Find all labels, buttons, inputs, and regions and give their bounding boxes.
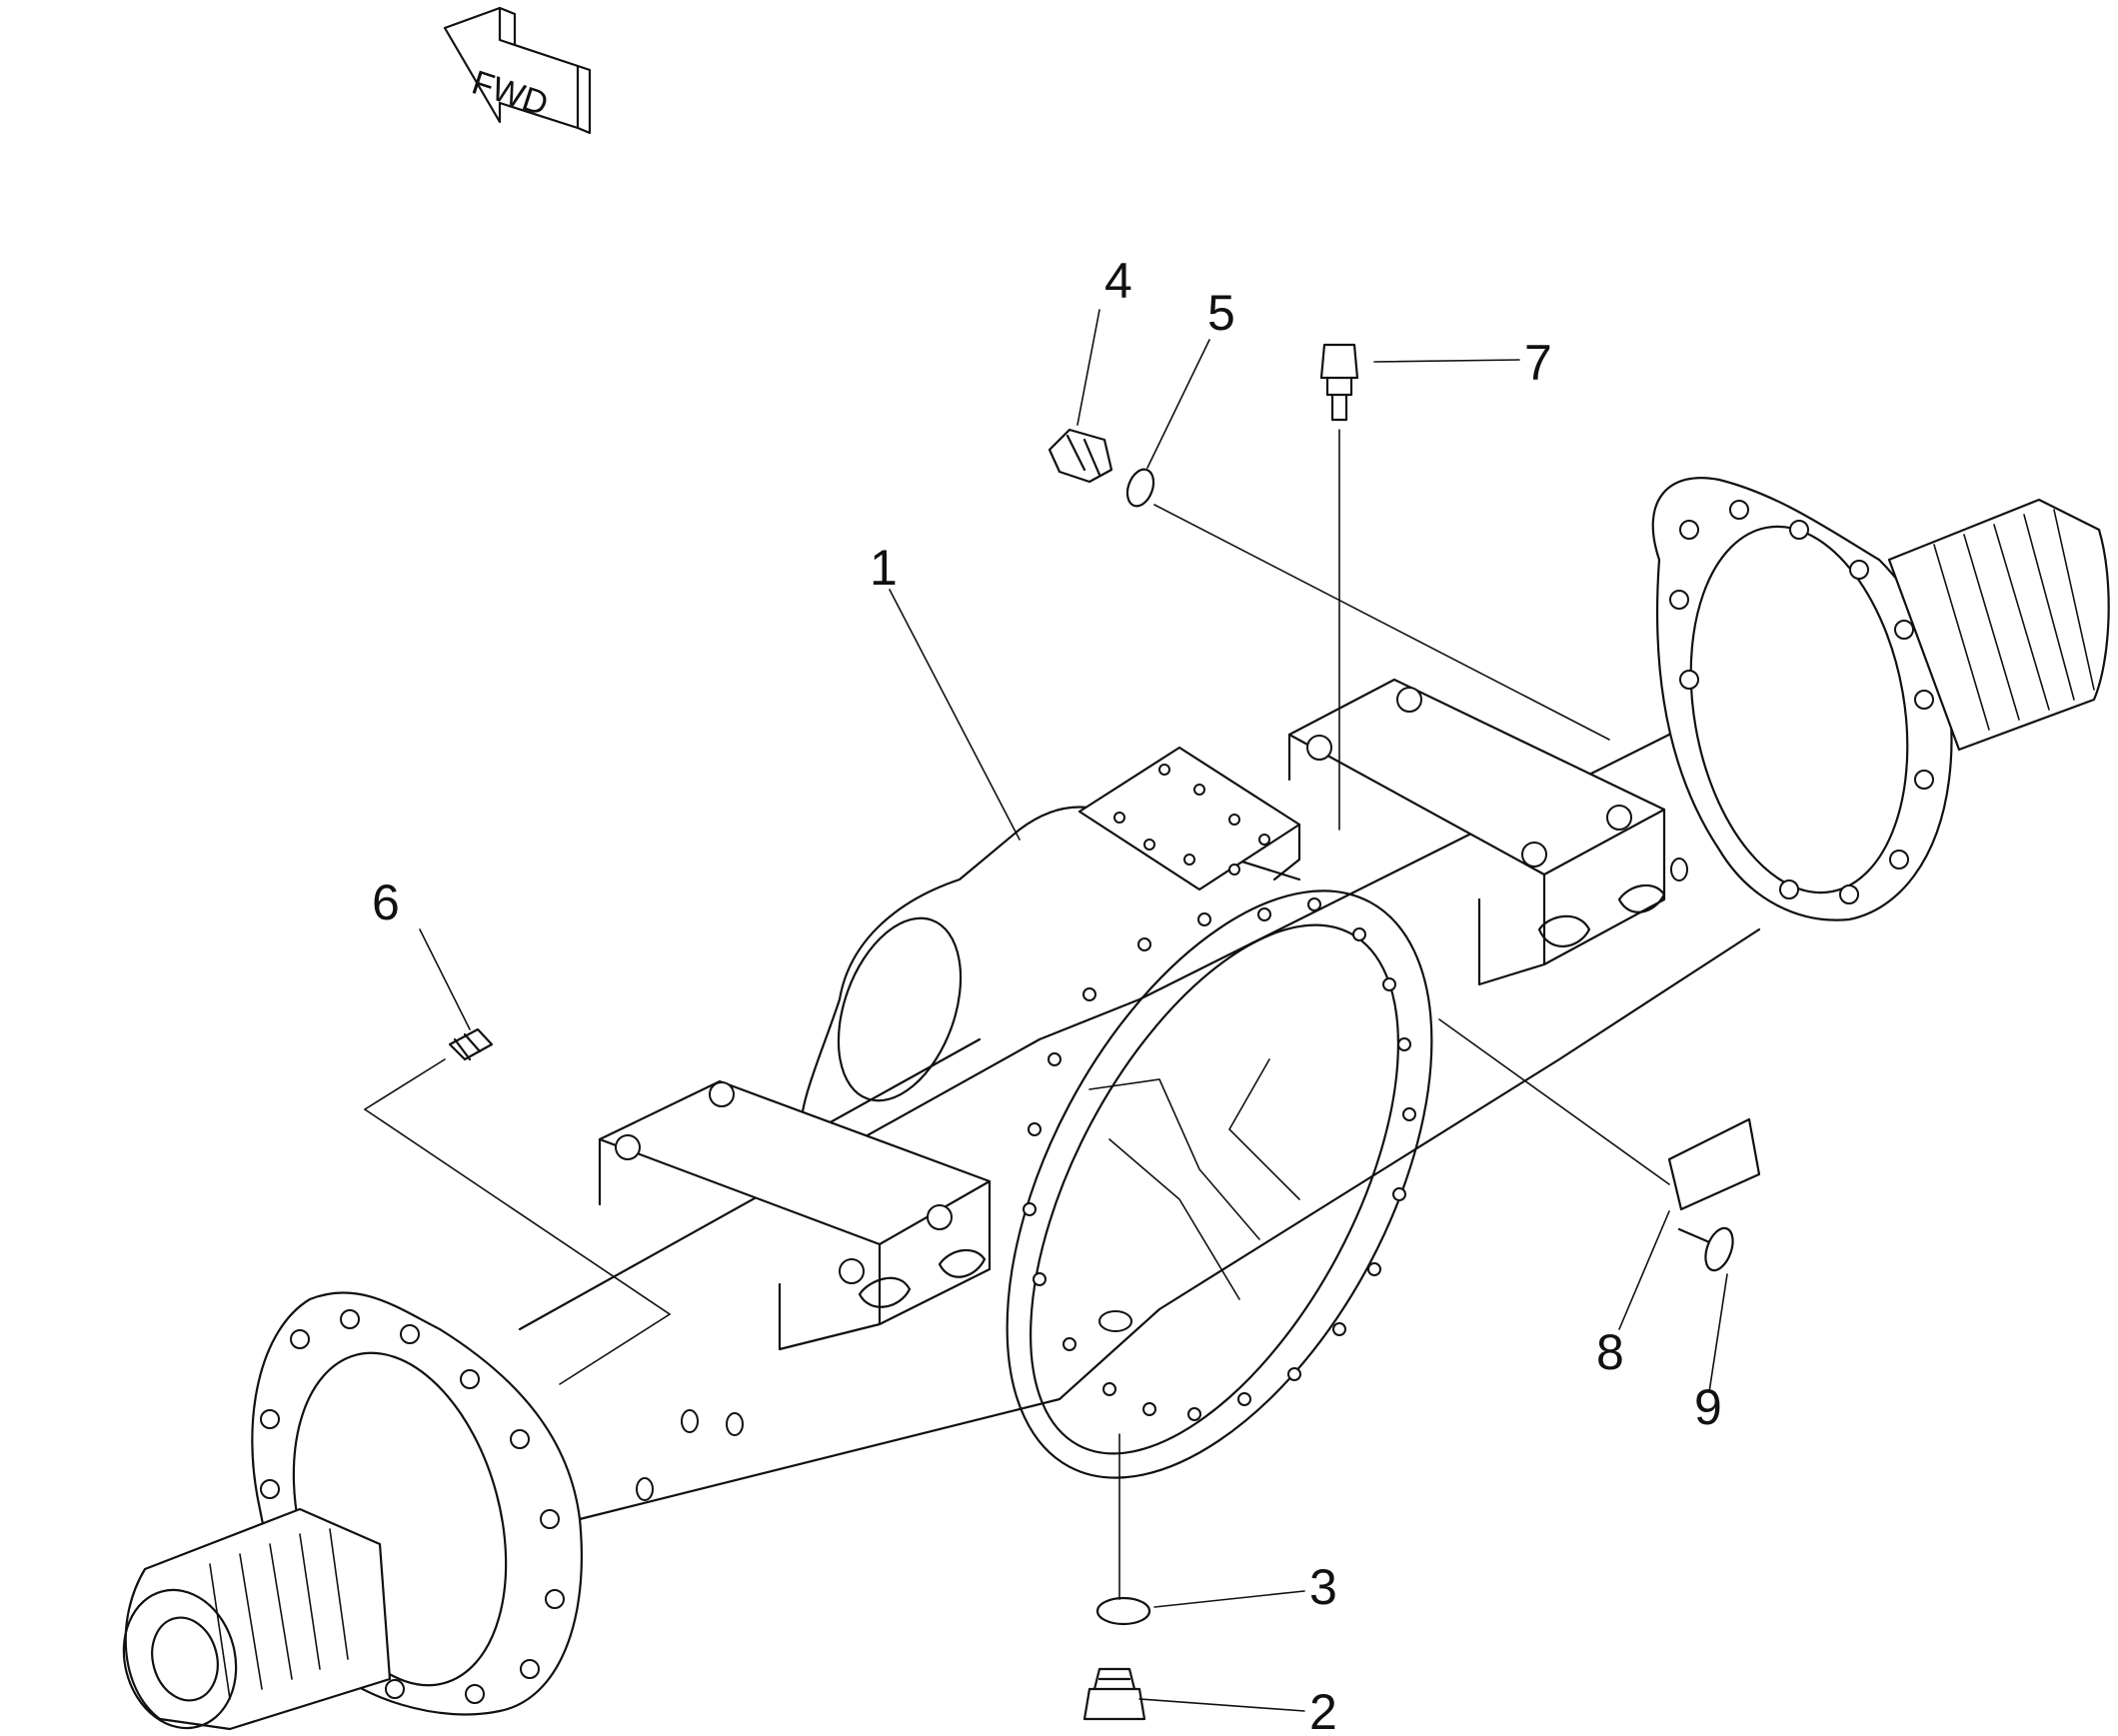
callout-4: 4 xyxy=(1104,253,1132,309)
callout-6: 6 xyxy=(372,874,400,930)
drain-plug xyxy=(1082,1667,1146,1721)
callout-1: 1 xyxy=(870,540,898,596)
o-ring-top xyxy=(1125,468,1155,508)
right-hub-flange xyxy=(1651,477,2110,921)
rivet xyxy=(1677,1226,1734,1272)
o-ring-bottom xyxy=(1095,1596,1151,1626)
axle-housing xyxy=(518,658,1783,1521)
callout-8: 8 xyxy=(1596,1324,1624,1380)
callout-3: 3 xyxy=(1309,1559,1337,1615)
fwd-label: FWD xyxy=(468,63,553,123)
callout-5: 5 xyxy=(1207,285,1235,341)
differential-flange-ring xyxy=(1006,889,1433,1479)
left-splined-shaft xyxy=(124,1507,392,1731)
left-hub-flange xyxy=(122,1291,583,1731)
callout-2: 2 xyxy=(1309,1684,1337,1736)
grease-fitting xyxy=(448,1027,494,1061)
leader-lines xyxy=(363,309,1728,1712)
flange-bolt-holes xyxy=(1023,897,1416,1421)
callout-7: 7 xyxy=(1524,335,1552,391)
callout-labels: 1 2 3 4 5 6 7 8 9 xyxy=(372,253,1722,1736)
name-plate xyxy=(1667,1117,1761,1211)
right-spring-pad xyxy=(1287,678,1666,876)
drain-port xyxy=(1098,1310,1132,1332)
differential-flange-inner xyxy=(1030,923,1399,1455)
fill-plug xyxy=(1048,428,1113,484)
callout-9: 9 xyxy=(1694,1379,1722,1435)
breather xyxy=(1319,343,1359,422)
fwd-direction-marker: FWD xyxy=(443,6,592,135)
differential-side-boss xyxy=(837,916,963,1102)
right-splined-shaft xyxy=(1887,498,2110,752)
